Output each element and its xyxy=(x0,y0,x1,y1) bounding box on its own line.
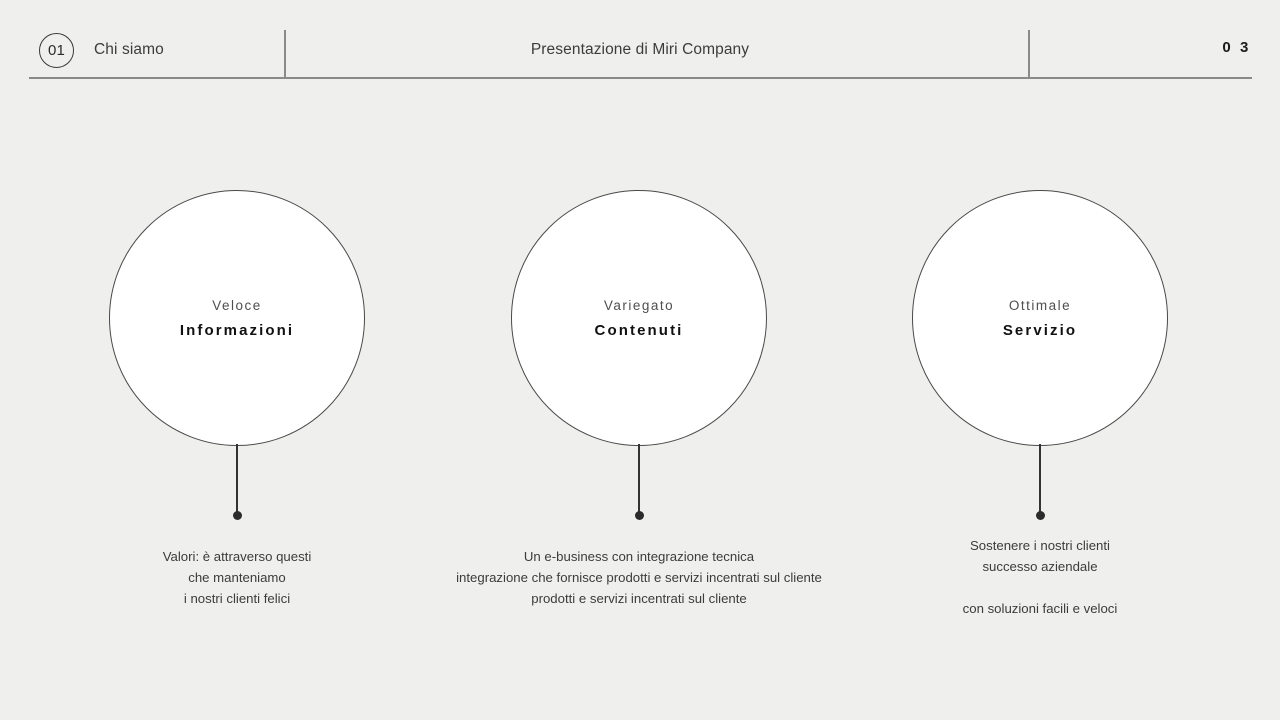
connector-line-1 xyxy=(236,444,238,514)
caption-line: Un e-business con integrazione tecnica xyxy=(523,549,755,564)
caption-spacer xyxy=(840,577,1240,598)
caption-line: con soluzioni facili e veloci xyxy=(962,601,1118,616)
caption-line: Sostenere i nostri clienti xyxy=(969,538,1110,553)
page-title: Presentazione di Miri Company xyxy=(530,41,750,58)
slide-header: 01 Chi siamo Presentazione di Miri Compa… xyxy=(0,0,1280,90)
caption-1: Valori: è attraverso questi che mantenia… xyxy=(37,546,437,609)
caption-line: prodotti e servizi incentrati sul client… xyxy=(531,591,747,606)
page-number: 0 3 xyxy=(1222,39,1251,56)
circle-badge-1: Veloce Informazioni xyxy=(109,190,365,446)
header-divider-left xyxy=(284,30,286,78)
caption-2: Un e-business con integrazione tecnica i… xyxy=(339,546,939,609)
connector-dot-3 xyxy=(1035,511,1045,520)
circle-headline-2: Contenuti xyxy=(594,321,684,339)
caption-line: Valori: è attraverso questi xyxy=(162,549,312,564)
circle-content-3: Ottimale Servizio xyxy=(913,191,1167,445)
connector-dot-2 xyxy=(634,511,644,520)
caption-line: integrazione che fornisce prodotti e ser… xyxy=(456,570,822,585)
connector-line-3 xyxy=(1039,444,1041,514)
circle-badge-3: Ottimale Servizio xyxy=(912,190,1168,446)
connector-line-2 xyxy=(638,444,640,514)
caption-line: i nostri clienti felici xyxy=(183,591,291,606)
caption-line: che manteniamo xyxy=(188,570,286,585)
circle-kicker-3: Ottimale xyxy=(1008,297,1072,313)
section-number-badge: 01 xyxy=(39,33,74,68)
caption-line: successo aziendale xyxy=(982,559,1098,574)
circle-content-2: Variegato Contenuti xyxy=(512,191,766,445)
circle-badge-2: Variegato Contenuti xyxy=(511,190,767,446)
circle-headline-3: Servizio xyxy=(1002,321,1078,339)
circle-content-1: Veloce Informazioni xyxy=(110,191,364,445)
header-divider-right xyxy=(1028,30,1030,78)
connector-dot-1 xyxy=(232,511,242,520)
caption-3: Sostenere i nostri clienti successo azie… xyxy=(840,535,1240,619)
circle-headline-1: Informazioni xyxy=(179,321,295,339)
header-horizontal-rule xyxy=(29,77,1252,79)
section-label: Chi siamo xyxy=(94,41,164,58)
circle-kicker-1: Veloce xyxy=(212,297,262,313)
circle-kicker-2: Variegato xyxy=(603,297,675,313)
